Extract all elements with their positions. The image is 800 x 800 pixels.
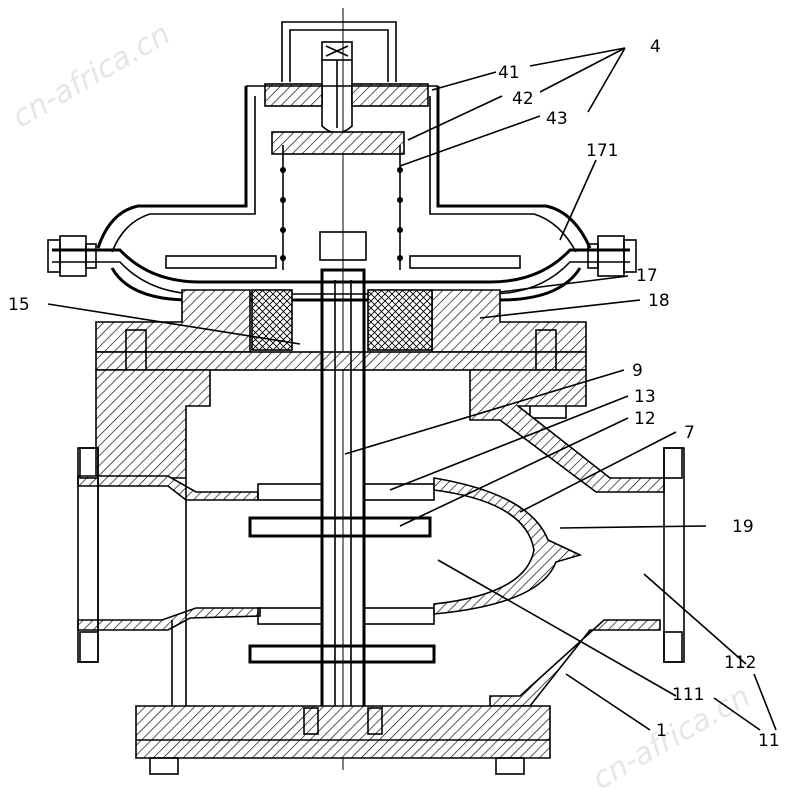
label-13: 13 (634, 387, 656, 407)
label-7: 7 (684, 423, 695, 443)
label-111: 111 (672, 685, 704, 705)
label-9: 9 (632, 361, 643, 381)
leader-lines (47, 47, 777, 731)
label-112: 112 (724, 653, 756, 673)
label-15: 15 (8, 295, 30, 315)
left-flange-bolt (47, 235, 97, 277)
label-1: 1 (656, 721, 667, 741)
spring-cover (96, 83, 592, 253)
diaphragm-171 (52, 248, 630, 295)
bottom-bolts (149, 757, 525, 775)
valve-disc-12 (248, 516, 436, 664)
right-flange-bolt (587, 235, 637, 277)
label-12: 12 (634, 409, 656, 429)
label-171: 171 (586, 141, 618, 161)
label-19: 19 (732, 517, 754, 537)
label-18: 18 (648, 291, 670, 311)
label-4: 4 (650, 37, 661, 57)
valve-seat-13 (257, 483, 435, 625)
label-17: 17 (636, 266, 658, 286)
adjusting-screw-41 (321, 60, 353, 134)
diaphragm-housing-17 (110, 267, 582, 302)
spring-seat-42 (271, 131, 405, 155)
label-41: 41 (498, 63, 520, 83)
label-42: 42 (512, 89, 534, 109)
valve-body-1 (77, 369, 665, 759)
label-43: 43 (546, 109, 568, 129)
packing-box-18 (95, 289, 587, 371)
spring-43 (280, 145, 403, 270)
outlet-flange (663, 447, 685, 663)
top-cap (281, 21, 397, 82)
lower-guide (303, 707, 383, 735)
label-11: 11 (758, 731, 780, 751)
inlet-flange (77, 447, 99, 663)
baffle-19 (433, 477, 583, 615)
watermark-top: cn-africa.cn (7, 17, 177, 135)
stem-nut (319, 231, 367, 261)
